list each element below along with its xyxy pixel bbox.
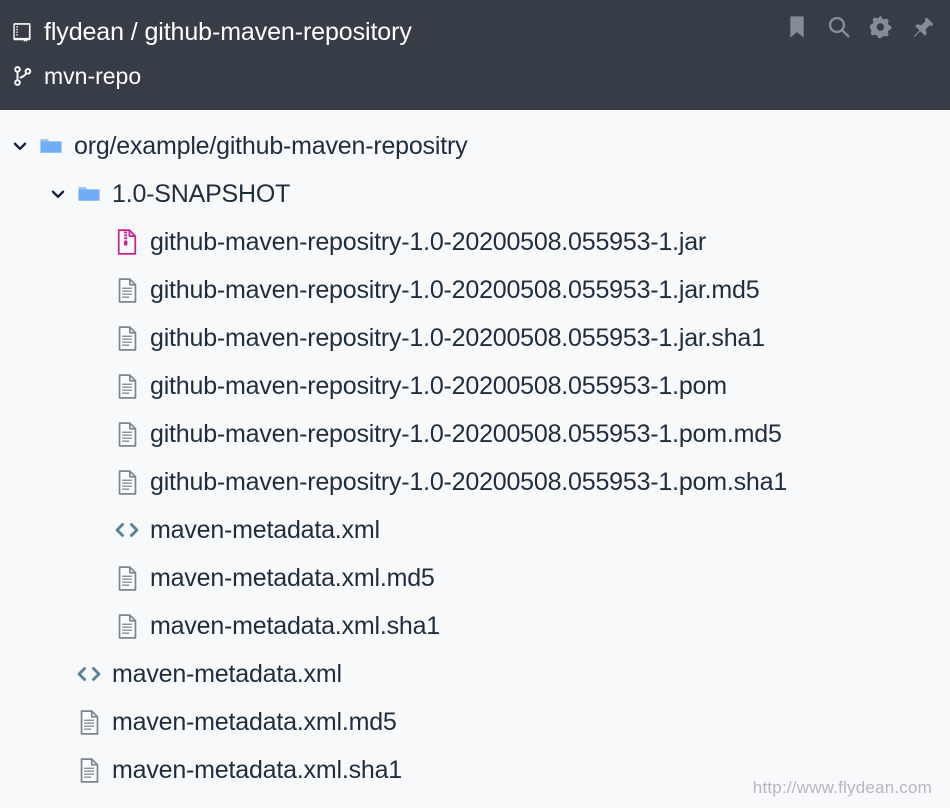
git-branch-icon <box>10 63 36 89</box>
tree-row-label: maven-metadata.xml.md5 <box>150 563 435 592</box>
jar-archive-icon <box>114 229 140 255</box>
file-document-icon <box>76 757 102 783</box>
repo-book-icon <box>10 19 36 45</box>
branch-name: mvn-repo <box>44 62 142 89</box>
tree-row-label: github-maven-repositry-1.0-20200508.0559… <box>150 275 760 304</box>
page-title: flydean / github-maven-repository <box>44 17 412 46</box>
file-document-icon <box>114 277 140 303</box>
tree-row-label: github-maven-repositry-1.0-20200508.0559… <box>150 323 765 352</box>
tree-row-file[interactable]: maven-metadata.xml.md5 <box>0 698 950 746</box>
tree-row-label: maven-metadata.xml.md5 <box>112 707 397 736</box>
code-xml-icon <box>76 661 102 687</box>
tree-row-label: github-maven-repositry-1.0-20200508.0559… <box>150 467 788 496</box>
folder-icon <box>76 181 102 207</box>
folder-icon <box>38 133 64 159</box>
tree-row-file[interactable]: github-maven-repositry-1.0-20200508.0559… <box>0 266 950 314</box>
file-tree: org/example/github-maven-repositry 1.0-SN… <box>0 110 950 808</box>
file-document-icon <box>114 565 140 591</box>
tree-row-label: org/example/github-maven-repositry <box>74 131 468 160</box>
tree-row-folder[interactable]: org/example/github-maven-repositry <box>0 122 950 170</box>
chevron-down-icon[interactable] <box>46 182 70 206</box>
gear-icon[interactable] <box>868 14 894 40</box>
bookmark-icon[interactable] <box>784 14 810 40</box>
tree-row-label: github-maven-repositry-1.0-20200508.0559… <box>150 371 727 400</box>
tree-row-label: maven-metadata.xml <box>150 515 380 544</box>
file-document-icon <box>114 613 140 639</box>
tree-row-folder[interactable]: 1.0-SNAPSHOT <box>0 170 950 218</box>
file-document-icon <box>76 709 102 735</box>
tree-row-file[interactable]: github-maven-repositry-1.0-20200508.0559… <box>0 218 950 266</box>
code-xml-icon <box>114 517 140 543</box>
chevron-down-icon[interactable] <box>8 134 32 158</box>
tree-row-label: github-maven-repositry-1.0-20200508.0559… <box>150 227 707 256</box>
tree-row-file[interactable]: maven-metadata.xml <box>0 650 950 698</box>
tree-row-file[interactable]: maven-metadata.xml <box>0 506 950 554</box>
search-icon[interactable] <box>826 14 852 40</box>
watermark: http://www.flydean.com <box>752 778 932 797</box>
tree-row-label: maven-metadata.xml.sha1 <box>112 755 402 784</box>
repository-title-row: flydean / github-maven-repository <box>0 10 950 54</box>
tree-row-file[interactable]: github-maven-repositry-1.0-20200508.0559… <box>0 314 950 362</box>
file-document-icon <box>114 469 140 495</box>
tree-row-label: github-maven-repositry-1.0-20200508.0559… <box>150 419 782 448</box>
tree-row-file[interactable]: github-maven-repositry-1.0-20200508.0559… <box>0 410 950 458</box>
file-document-icon <box>114 325 140 351</box>
file-document-icon <box>114 421 140 447</box>
tree-row-file[interactable]: maven-metadata.xml.sha1 <box>0 746 950 794</box>
tree-row-file[interactable]: github-maven-repositry-1.0-20200508.0559… <box>0 362 950 410</box>
tree-row-label: maven-metadata.xml <box>112 659 342 688</box>
repository-header: flydean / github-maven-repository mvn-re… <box>0 0 950 110</box>
tree-row-file[interactable]: github-maven-repositry-1.0-20200508.0559… <box>0 458 950 506</box>
tree-row-label: maven-metadata.xml.sha1 <box>150 611 440 640</box>
tree-row-file[interactable]: maven-metadata.xml.md5 <box>0 554 950 602</box>
branch-row[interactable]: mvn-repo <box>0 54 950 98</box>
file-document-icon <box>114 373 140 399</box>
tree-row-label: 1.0-SNAPSHOT <box>112 179 291 208</box>
file-tree-rows: org/example/github-maven-repositry 1.0-SN… <box>0 122 950 794</box>
pin-icon[interactable] <box>910 14 936 40</box>
header-actions <box>784 14 936 40</box>
tree-row-file[interactable]: maven-metadata.xml.sha1 <box>0 602 950 650</box>
